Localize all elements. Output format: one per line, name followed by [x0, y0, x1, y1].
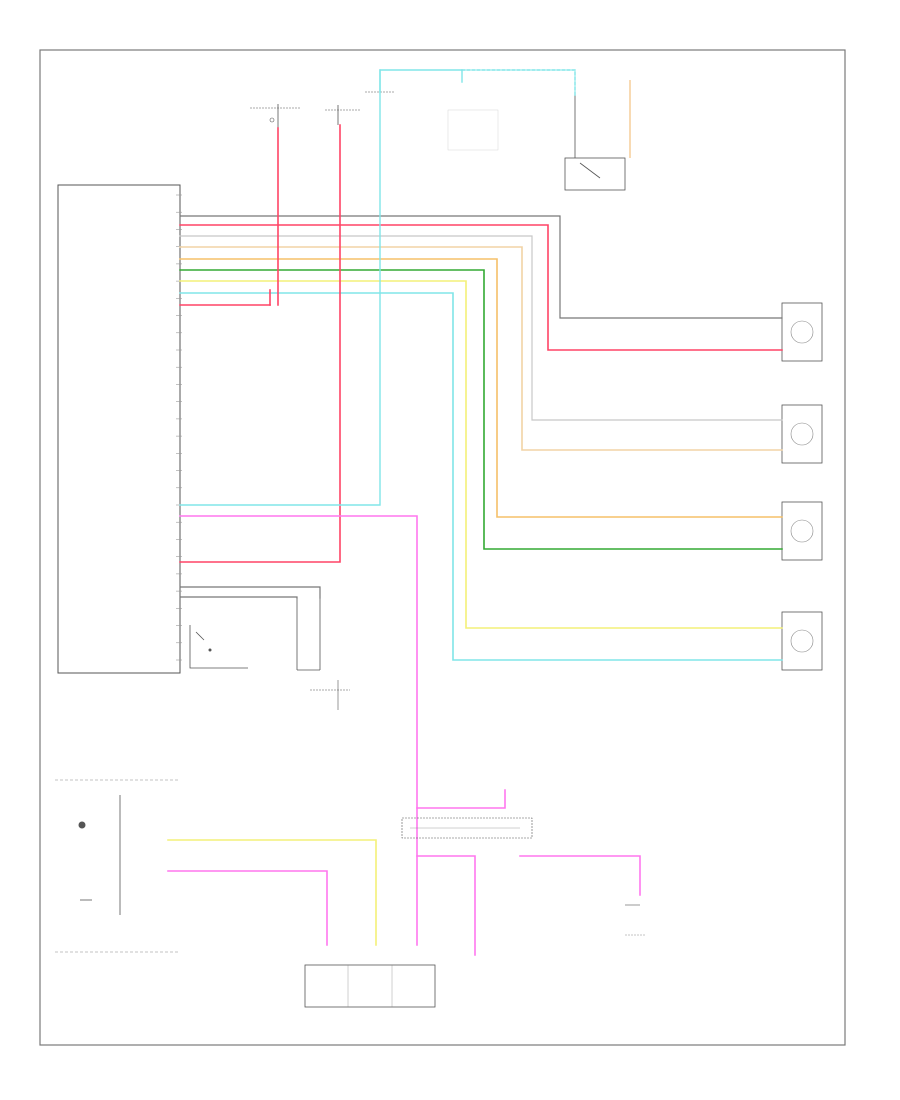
abs-indicator-icon [78, 821, 86, 829]
wire-serial-data-dlc [416, 855, 476, 956]
wheel-speed-sensor-lf [781, 611, 823, 671]
ground-g [296, 598, 350, 710]
wire-ground-2 [179, 596, 298, 599]
stop-lamp-switch [564, 80, 631, 191]
ground-stub-right [625, 904, 645, 936]
bcm-box [304, 964, 436, 1008]
wire-serial-data-right [519, 855, 641, 896]
wheel-speed-sensor-rr-box [781, 404, 823, 464]
ebcm-box [57, 184, 181, 674]
wire-serial-data [179, 515, 418, 946]
wire-ground-1 [179, 586, 321, 599]
wheel-speed-sensor-rf-box [781, 501, 823, 561]
junction-connector [401, 817, 533, 839]
wire-rr-low [179, 246, 783, 451]
wheel-speed-sensor-rr [781, 404, 823, 464]
wire-cluster-yellow [167, 839, 377, 946]
brake-pressure-modulator-valve [189, 625, 248, 669]
fuse-block-left [325, 105, 360, 125]
wire-stop-lamp-signal [179, 69, 463, 506]
wheel-speed-sensor-lr [781, 302, 823, 362]
data-link-connector [447, 109, 499, 151]
wheel-speed-sensor-lr-box [781, 302, 823, 362]
wheel-speed-sensor-lf-box [781, 611, 823, 671]
wire-lr-low [179, 224, 783, 351]
diagram-frame [39, 49, 846, 1046]
wire-cluster-pink [167, 870, 328, 946]
stop-lamp-switch-box [564, 157, 626, 191]
bcm [304, 964, 436, 1008]
wheel-speed-sensor-rf [781, 501, 823, 561]
wire-rf-low [179, 269, 783, 550]
wire-ignition-feed [179, 124, 341, 563]
wire-lf-low [179, 292, 783, 661]
wire-serial-data-bcm [416, 789, 506, 809]
wire-lr-high [179, 215, 783, 319]
underhood-fuse-block [250, 104, 300, 128]
ebcm-pin-column [176, 194, 182, 661]
instrument-cluster [55, 779, 180, 953]
wire-dlc-link [461, 69, 576, 96]
ebcm [57, 184, 182, 674]
wire-lf-high [179, 280, 783, 629]
wire-rr-high [179, 235, 783, 421]
wire-rf-high [179, 258, 783, 518]
wire-harness [167, 69, 783, 956]
